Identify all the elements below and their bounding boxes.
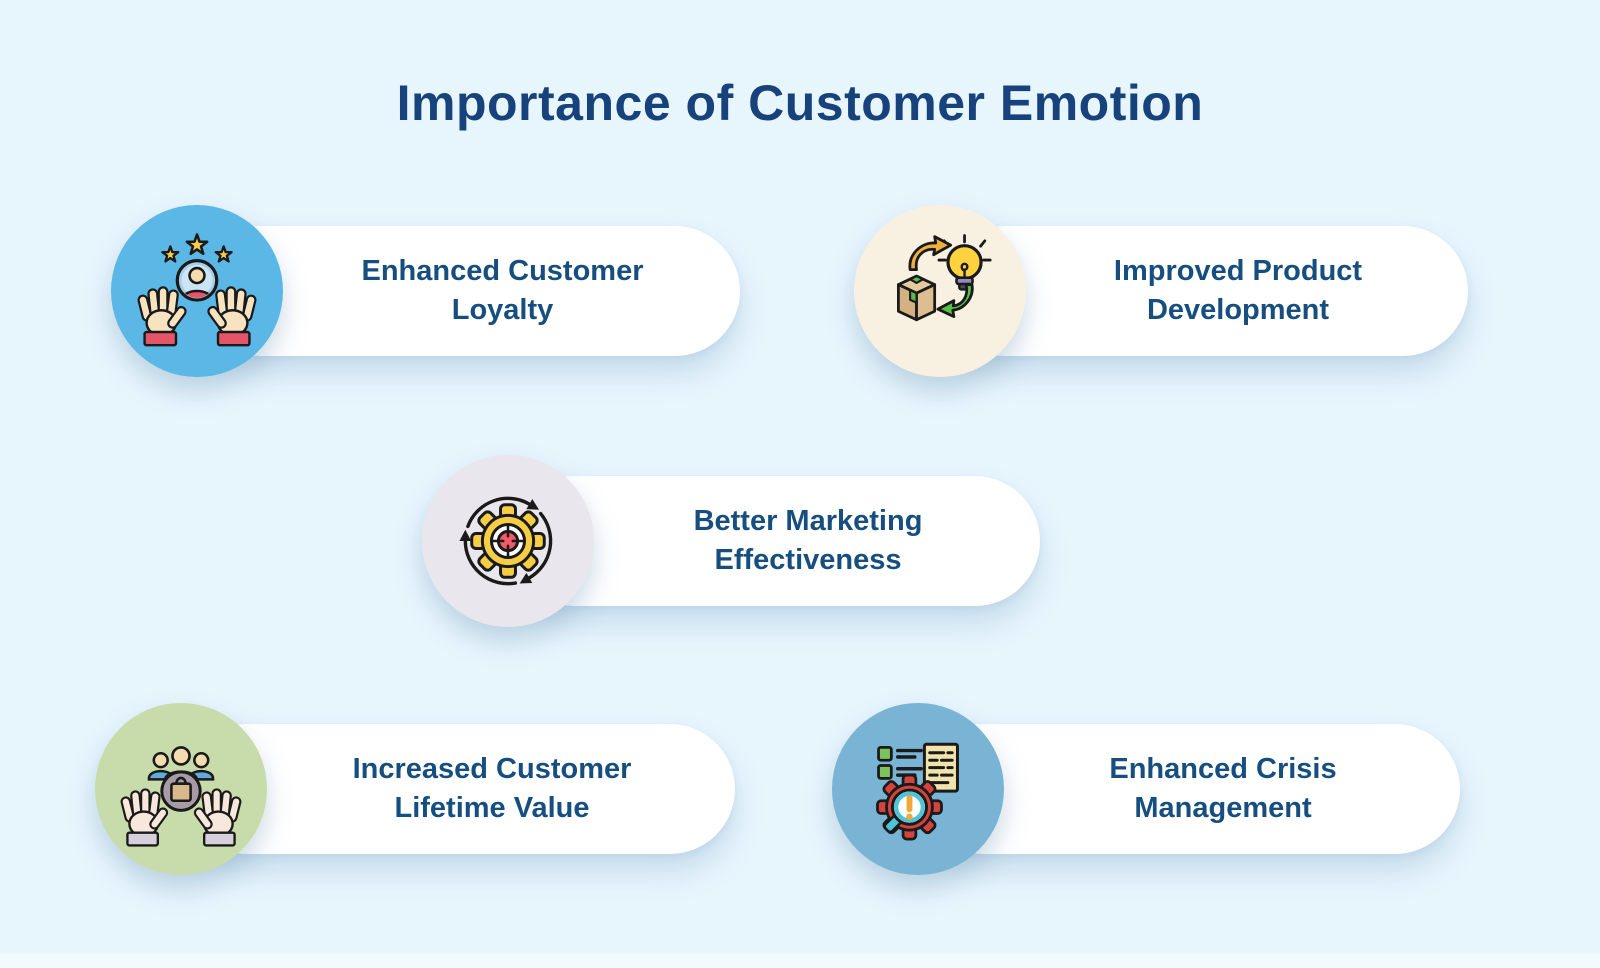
card-enhanced-crisis-management: Enhanced Crisis Management	[832, 703, 1460, 875]
card-icon-circle	[95, 703, 267, 875]
page-title: Importance of Customer Emotion	[396, 75, 1204, 131]
card-pill: Improved Product Development	[940, 226, 1468, 356]
card-pill: Enhanced Customer Loyalty	[197, 226, 740, 356]
card-better-marketing-effectiveness: Better Marketing Effectiveness	[422, 455, 1040, 627]
card-label: Improved Product Development	[1113, 254, 1363, 326]
hands-holding-customer-icon	[137, 233, 257, 347]
bottom-strip	[0, 954, 1600, 968]
card-icon-circle	[422, 455, 594, 627]
card-pill: Better Marketing Effectiveness	[508, 476, 1040, 606]
card-icon-circle	[854, 205, 1026, 377]
hands-holding-shoppers-icon	[120, 746, 242, 847]
card-pill: Increased Customer Lifetime Value	[181, 724, 735, 854]
target-gear-arrows-icon	[459, 496, 553, 586]
card-icon-circle	[111, 205, 283, 377]
crisis-monitoring-gear-icon	[876, 742, 959, 841]
card-label: Better Marketing Effectiveness	[693, 504, 923, 576]
card-label: Enhanced Customer Loyalty	[361, 254, 644, 326]
card-icon-circle	[832, 703, 1004, 875]
card-label: Enhanced Crisis Management	[1109, 752, 1337, 824]
card-increased-customer-lifetime-value: Increased Customer Lifetime Value	[95, 703, 735, 875]
card-improved-product-development: Improved Product Development	[854, 205, 1468, 377]
card-pill: Enhanced Crisis Management	[918, 724, 1460, 854]
box-to-idea-cycle-icon	[897, 234, 992, 322]
card-enhanced-customer-loyalty: Enhanced Customer Loyalty	[111, 205, 740, 377]
card-label: Increased Customer Lifetime Value	[352, 752, 632, 824]
